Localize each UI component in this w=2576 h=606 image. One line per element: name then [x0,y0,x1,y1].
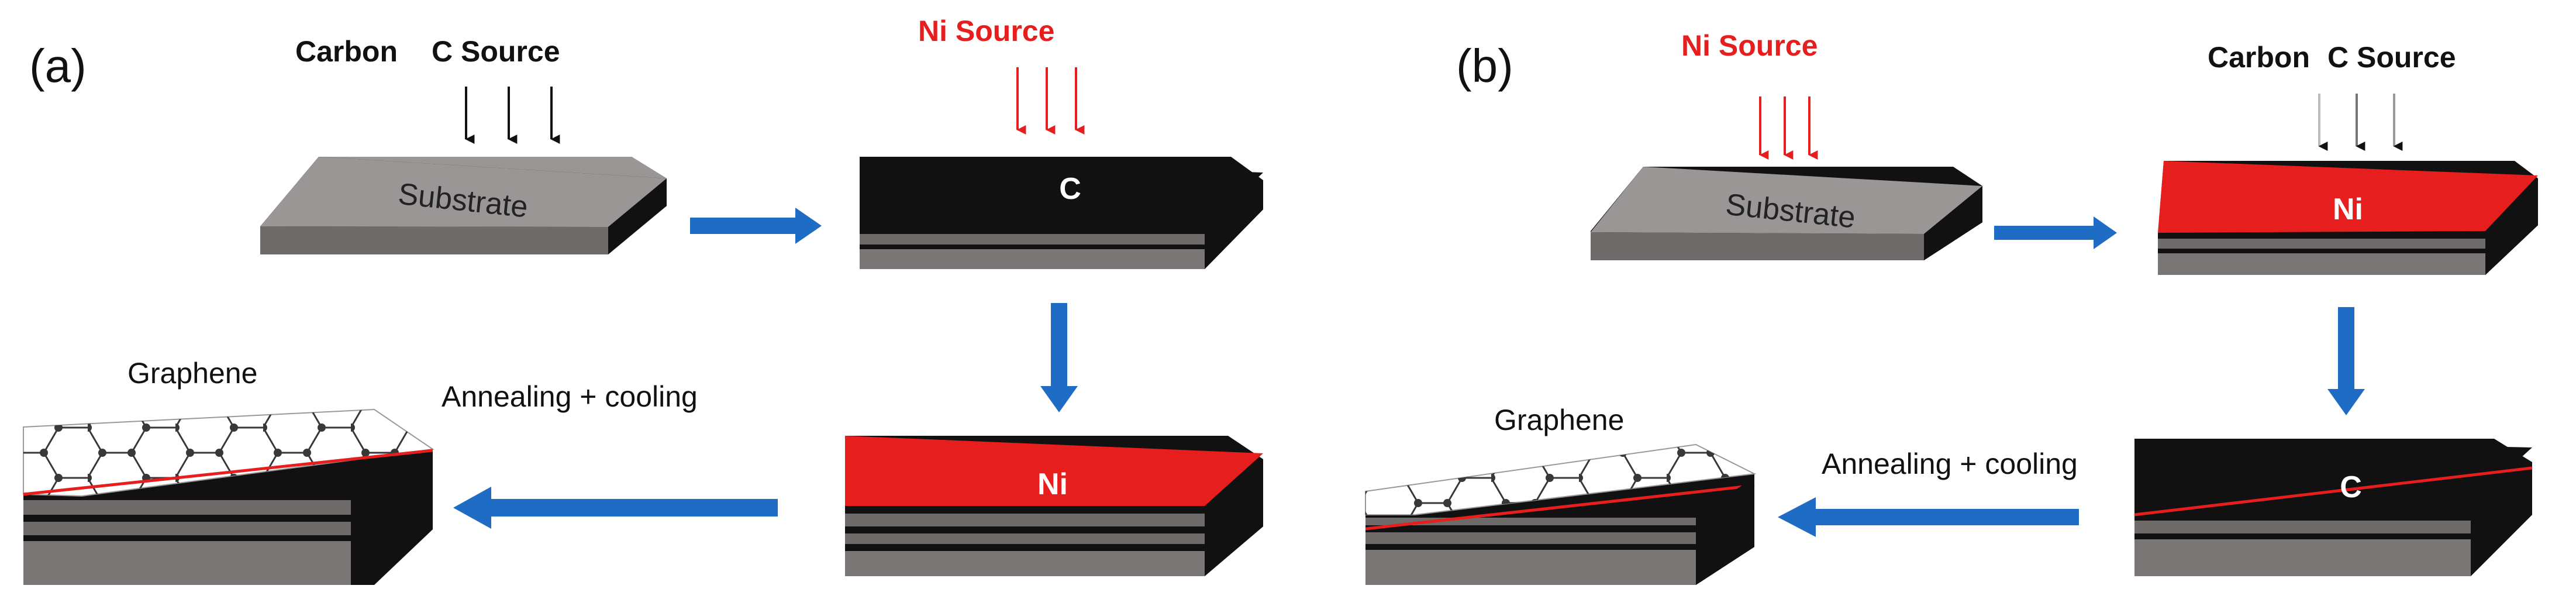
carbon-layer-label: C [1059,172,1081,206]
c-source-label: C Source [432,35,560,68]
carbon-source-arrows [465,87,560,144]
carbon-layer-label: C [2340,470,2362,504]
nickel-layer-label: Ni [2333,192,2363,226]
process-label: Annealing + cooling [442,380,698,413]
panel-a: (a) Carbon C Source Substrate Ni Source [23,15,1263,585]
process-label: Annealing + cooling [1822,447,2078,480]
nickel-coated-block [2158,161,2538,275]
ni-source-arrows [1759,97,1818,160]
ni-source-label: Ni Source [918,15,1054,47]
graphene-label: Graphene [1494,404,1624,436]
carbon-coated-block [2134,439,2533,576]
carbon-coated-block [860,157,1263,269]
flow-arrow-right [690,208,822,244]
flow-arrow-down [2327,307,2365,415]
panel-b: (b) Ni Source Substrate Carbon C Source [1365,29,2538,585]
carbon-label: Carbon [2208,41,2310,74]
panel-label: (a) [29,40,87,92]
substrate-block [260,157,667,254]
substrate-block [1591,167,1982,260]
nickel-coated-block [845,436,1263,576]
flow-arrow-left [453,487,778,529]
carbon-source-arrows [2318,94,2403,151]
graphene-label: Graphene [127,357,257,390]
flow-arrow-down [1040,303,1078,412]
flow-arrow-right [1994,216,2117,249]
graphene-block [1365,443,1757,585]
graphene-block [23,408,434,585]
c-source-label: C Source [2327,41,2456,74]
nickel-layer-label: Ni [1037,467,1068,501]
ni-source-label: Ni Source [1681,29,1818,62]
panel-label: (b) [1456,40,1513,92]
ni-source-arrows [1016,67,1085,135]
carbon-label: Carbon [295,35,398,68]
flow-arrow-left [1778,497,2079,537]
